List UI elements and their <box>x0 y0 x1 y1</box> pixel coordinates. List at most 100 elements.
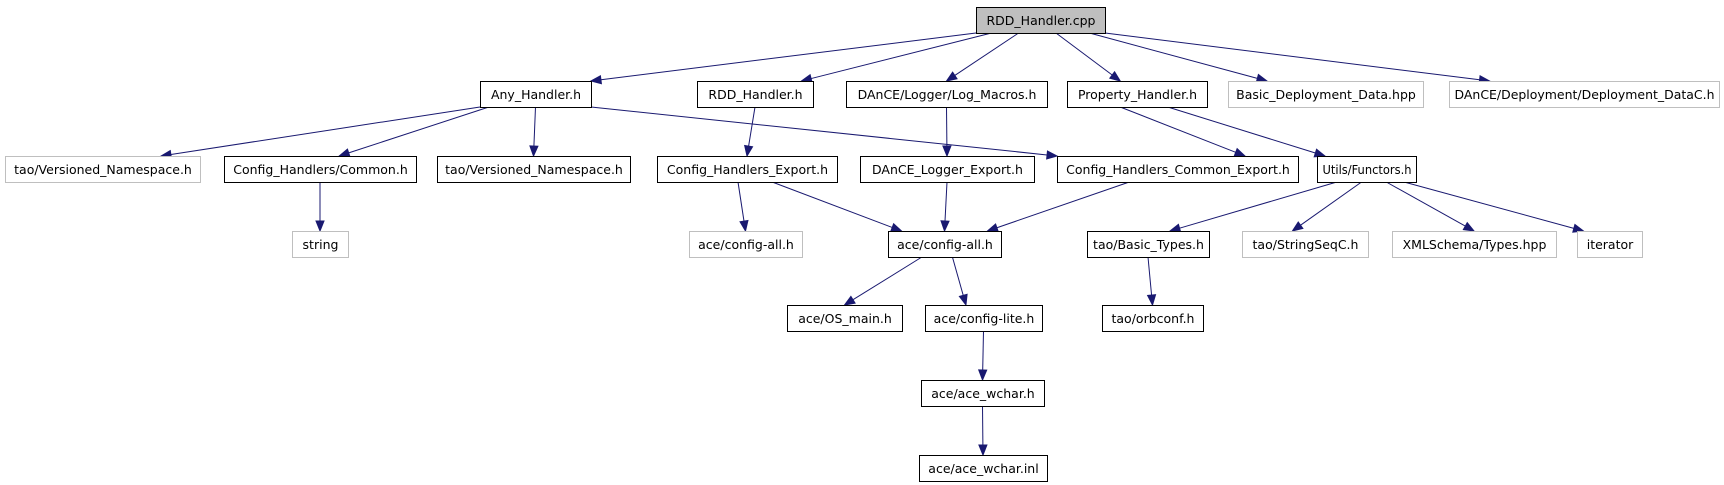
node-box <box>860 156 1035 183</box>
edge-ch-export-to-config-all-ext <box>737 181 749 233</box>
edge-any-handler-to-ch-common-export <box>590 106 1059 160</box>
arrowhead-icon <box>890 222 903 232</box>
edges-layer <box>159 32 1585 457</box>
node-label: Config_Handlers_Common_Export.h <box>1066 162 1290 177</box>
edge-line <box>1089 32 1258 79</box>
edge-line <box>1120 106 1236 153</box>
node-box <box>689 231 803 258</box>
edge-config-all-to-os-main <box>843 256 923 306</box>
node-ch-common-export[interactable]: Config_Handlers_Common_Export.h <box>1057 156 1299 183</box>
edge-line <box>1386 181 1466 227</box>
edge-config-all-to-config-lite <box>951 256 968 307</box>
node-property-handler[interactable]: Property_Handler.h <box>1067 81 1208 108</box>
node-box <box>224 156 417 183</box>
node-box <box>1102 305 1204 332</box>
edge-any-handler-to-tao-versioned <box>529 106 539 158</box>
arrowhead-icon <box>940 220 950 233</box>
node-box <box>5 156 201 183</box>
edge-line <box>1055 32 1113 76</box>
edge-root-to-rdd-handler-h <box>800 32 992 84</box>
edge-functors-to-xmlschema-types <box>1386 181 1476 232</box>
node-box <box>1577 231 1643 258</box>
node-box <box>1242 231 1369 258</box>
arrowhead-icon <box>1146 294 1157 307</box>
edge-line <box>944 181 948 222</box>
edge-line <box>772 181 893 228</box>
node-label: DAnCE/Deployment/Deployment_DataC.h <box>1455 87 1715 102</box>
edge-line <box>1167 106 1316 154</box>
arrowhead-icon <box>744 144 754 158</box>
node-config-lite[interactable]: ace/config-lite.h <box>925 305 1043 332</box>
node-basic-types[interactable]: tao/Basic_Types.h <box>1087 231 1210 258</box>
node-box <box>976 7 1106 34</box>
node-box <box>1228 81 1424 108</box>
edge-line <box>954 32 1019 76</box>
edge-line <box>590 106 1048 156</box>
arrowhead-icon <box>1168 223 1182 233</box>
node-tao-versioned[interactable]: tao/Versioned_Namespace.h <box>437 156 631 183</box>
node-functors[interactable]: Utils/Functors.h <box>1317 156 1417 183</box>
node-box <box>1392 231 1557 258</box>
edge-line <box>1147 256 1153 296</box>
node-label: tao/StringSeqC.h <box>1253 237 1359 252</box>
node-ch-common[interactable]: Config_Handlers/Common.h <box>224 156 417 183</box>
node-label: Property_Handler.h <box>1078 87 1197 102</box>
node-box <box>925 305 1043 332</box>
edge-root-to-any-handler <box>589 32 977 85</box>
node-box <box>1317 156 1417 183</box>
edge-config-lite-to-ace-wchar-h <box>977 330 988 382</box>
arrowhead-icon <box>986 223 999 233</box>
node-label: string <box>303 237 339 252</box>
node-ace-wchar-inl[interactable]: ace/ace_wchar.inl <box>919 455 1048 482</box>
node-label: Any_Handler.h <box>491 87 581 102</box>
edge-any-handler-to-ch-common <box>337 106 490 158</box>
node-label: DAnCE/Logger/Log_Macros.h <box>858 87 1037 102</box>
edge-line <box>810 32 992 80</box>
node-orbconf[interactable]: tao/orbconf.h <box>1102 305 1204 332</box>
arrowhead-icon <box>1313 148 1327 158</box>
node-box <box>888 231 1002 258</box>
edge-root-to-property-handler <box>1055 32 1122 82</box>
edge-line <box>737 181 745 222</box>
arrowhead-icon <box>978 444 988 457</box>
node-box <box>787 305 903 332</box>
node-tao-versioned-ext: tao/Versioned_Namespace.h <box>5 156 201 183</box>
node-rdd-handler-h[interactable]: RDD_Handler.h <box>697 81 814 108</box>
node-ace-wchar-h[interactable]: ace/ace_wchar.h <box>921 380 1045 407</box>
node-logger-export[interactable]: DAnCE_Logger_Export.h <box>860 156 1035 183</box>
arrowhead-icon <box>1108 70 1122 82</box>
node-os-main[interactable]: ace/OS_main.h <box>787 305 903 332</box>
edge-rdd-handler-h-to-ch-export <box>744 106 756 158</box>
edge-line <box>170 106 481 155</box>
node-box <box>1057 156 1299 183</box>
node-label: tao/Basic_Types.h <box>1093 237 1204 252</box>
node-root[interactable]: RDD_Handler.cpp <box>976 7 1106 34</box>
edge-log-macros-to-logger-export <box>942 106 952 158</box>
node-log-macros[interactable]: DAnCE/Logger/Log_Macros.h <box>846 81 1048 108</box>
node-any-handler[interactable]: Any_Handler.h <box>480 81 592 108</box>
node-label: XMLSchema/Types.hpp <box>1403 237 1547 252</box>
edge-root-to-deployment-datac <box>1104 32 1491 85</box>
node-box <box>697 81 814 108</box>
edge-basic-types-to-orbconf <box>1146 256 1157 307</box>
node-box <box>437 156 631 183</box>
node-label: iterator <box>1587 237 1634 252</box>
edge-root-to-log-macros <box>945 32 1019 82</box>
node-basic-deployment-data: Basic_Deployment_Data.hpp <box>1228 81 1424 108</box>
node-config-all-ext: ace/config-all.h <box>689 231 803 258</box>
node-label: ace/config-all.h <box>698 237 794 252</box>
node-box <box>657 156 838 183</box>
arrowhead-icon <box>945 71 958 82</box>
node-box <box>1449 81 1720 108</box>
edge-property-handler-to-functors <box>1167 106 1327 158</box>
node-config-all[interactable]: ace/config-all.h <box>888 231 1002 258</box>
node-box <box>921 380 1045 407</box>
node-ch-export[interactable]: Config_Handlers_Export.h <box>657 156 838 183</box>
node-xmlschema-types: XMLSchema/Types.hpp <box>1392 231 1557 258</box>
edge-line <box>600 32 977 81</box>
node-label: Config_Handlers_Export.h <box>667 162 828 177</box>
edge-line <box>852 256 923 301</box>
arrowhead-icon <box>315 220 325 233</box>
node-box <box>846 81 1048 108</box>
